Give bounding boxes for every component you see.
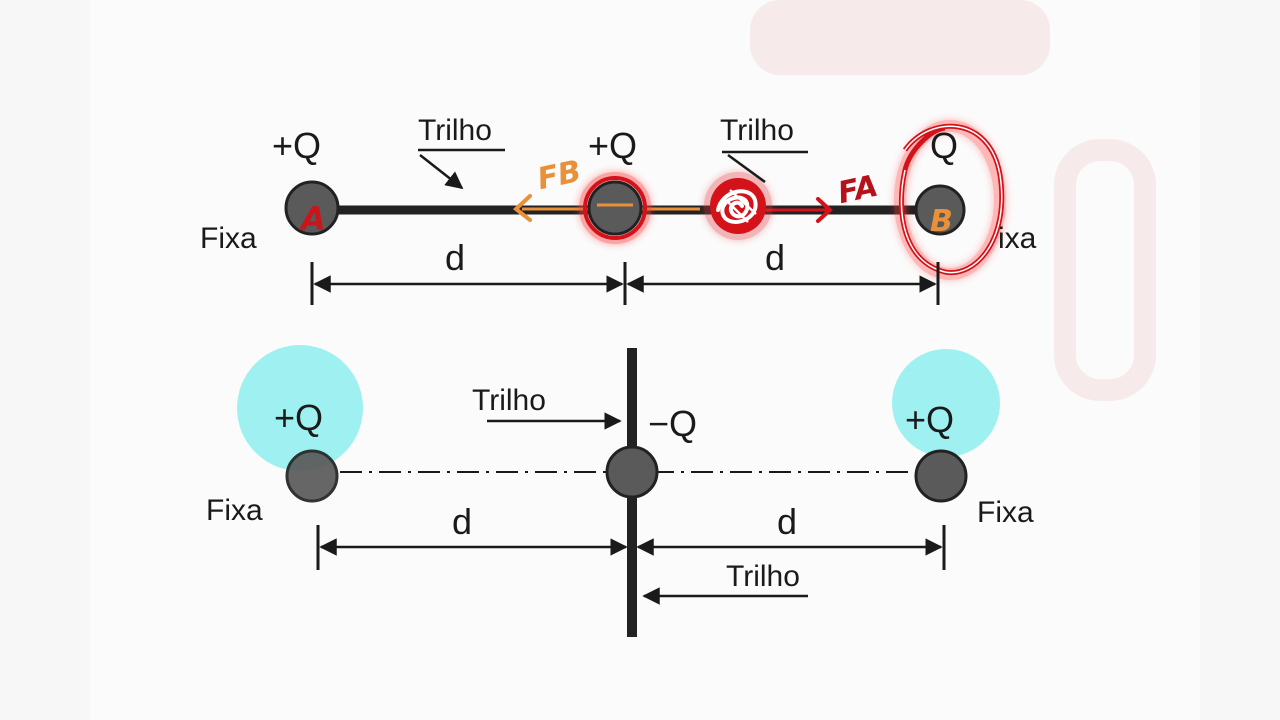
- bottom-dist-right: d: [777, 501, 797, 542]
- charge-b-note: ixa: [998, 222, 1037, 255]
- charge-middle: [605, 445, 659, 499]
- charge-mid-label: +Q: [588, 125, 637, 166]
- top-dimension: [310, 262, 940, 305]
- force-a-label: FA: [835, 169, 881, 212]
- charge-a: [284, 180, 340, 236]
- charge-left-label: +Q: [274, 397, 323, 438]
- rail-right-pointer: [727, 153, 766, 184]
- bottom-diagram: +Q Fixa −Q +Q Fixa Trilho Trilho d d: [206, 345, 1034, 637]
- top-diagram: FB FA A +Q Fixa +Q B Q ixa Trilho: [200, 114, 1037, 305]
- force-a-arrowhead: [816, 197, 833, 223]
- charge-b: [914, 184, 966, 236]
- scribble-particle: [704, 172, 772, 240]
- charge-middle-label: −Q: [648, 403, 697, 444]
- force-b-arrowhead: [512, 194, 532, 222]
- charge-a-note: Fixa: [200, 222, 257, 255]
- bottom-dist-left: d: [452, 501, 472, 542]
- rail-left-label: Trilho: [418, 114, 492, 147]
- rail-bottom-label: Trilho: [726, 560, 800, 593]
- charge-mid: [587, 180, 643, 236]
- charge-b-tag: B: [930, 204, 953, 239]
- charge-a-label: +Q: [272, 125, 321, 166]
- charge-a-tag: A: [298, 200, 326, 238]
- charge-left: [285, 449, 339, 503]
- charge-b-label: Q: [930, 125, 958, 166]
- top-dist-right: d: [765, 237, 785, 278]
- rail-right-label: Trilho: [720, 114, 794, 147]
- charge-right-note: Fixa: [977, 496, 1034, 529]
- highlight-right: [892, 349, 1000, 457]
- charge-left-note: Fixa: [206, 494, 263, 527]
- watermark-logo: [750, 0, 1156, 401]
- top-dist-left: d: [445, 237, 465, 278]
- charge-right: [914, 449, 968, 503]
- page-panel: [90, 0, 1200, 720]
- highlight-left: [237, 345, 363, 471]
- rail-top-label: Trilho: [472, 384, 546, 417]
- bottom-dimension: [316, 525, 946, 570]
- rail-left-pointer: [419, 154, 464, 190]
- charge-mid-ring: [583, 176, 647, 240]
- charge-right-label: +Q: [905, 399, 954, 440]
